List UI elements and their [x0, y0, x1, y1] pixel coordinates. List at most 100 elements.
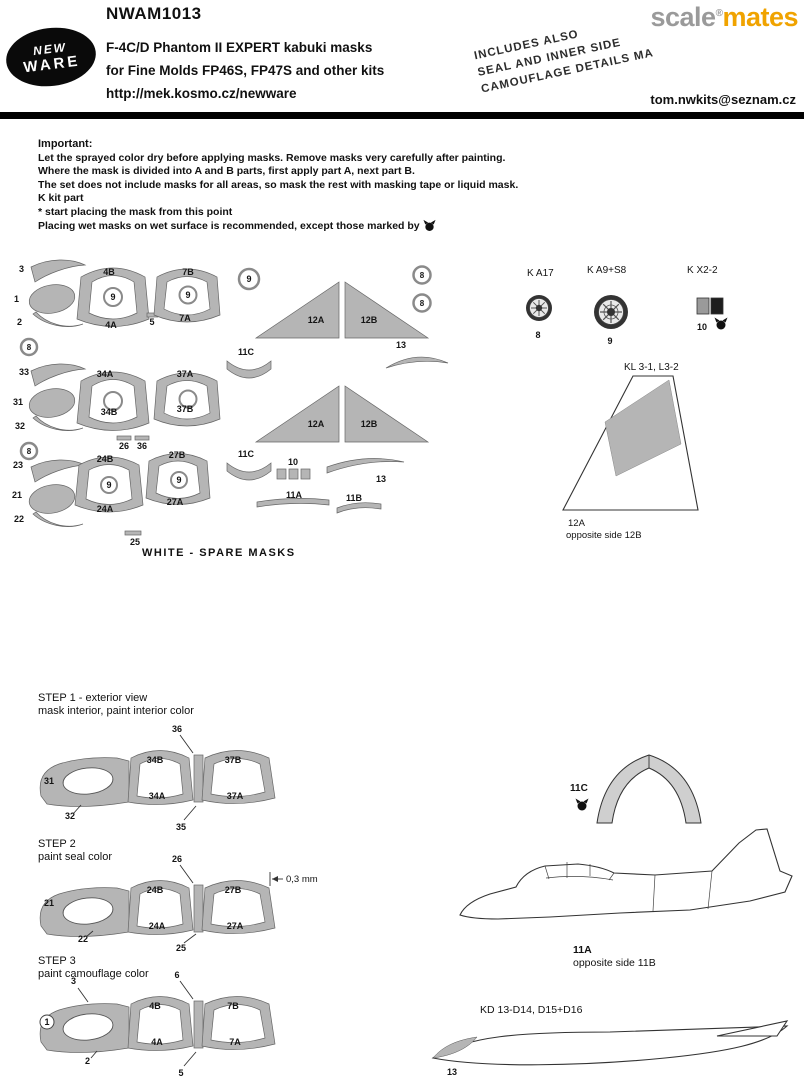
mask-crescent — [32, 415, 84, 431]
cat-ear-right — [583, 798, 589, 804]
part-label: 34B — [101, 407, 118, 417]
kit-part-label: KD 13-D14, D15+D16 — [480, 1004, 583, 1016]
title-line-3: http://mek.kosmo.cz/newware — [106, 86, 297, 101]
strip-mask — [134, 435, 150, 441]
mask-crescent — [30, 363, 87, 387]
front-canopy-frame — [127, 880, 194, 935]
square-mask — [696, 297, 710, 315]
fin-mask-triangle — [254, 281, 340, 339]
part-label: 9 — [607, 336, 612, 346]
canopy-center-strip — [193, 884, 204, 933]
step1-subtitle: mask interior, paint interior color — [38, 705, 194, 717]
kit-part-label: KL 3-1, L3-2 — [624, 362, 679, 373]
part-label: 13 — [376, 474, 386, 484]
part-label: 37B — [225, 755, 242, 765]
canopy-frame-mask — [74, 456, 144, 513]
part-label: 32 — [65, 811, 75, 821]
leader-line — [179, 980, 194, 1000]
round-mask — [103, 391, 123, 411]
cat-icon — [714, 317, 728, 330]
header-divider — [0, 112, 804, 119]
rear-canopy-frame — [201, 880, 276, 934]
part-label: 8 — [535, 330, 540, 340]
square-mask — [276, 468, 287, 480]
part-label: 25 — [176, 943, 186, 953]
strip-mask — [116, 435, 132, 441]
important-line: Where the mask is divided into A and B p… — [38, 165, 415, 177]
important-heading: Important: — [38, 138, 93, 150]
part-label: 22 — [78, 934, 88, 944]
leader-line — [183, 805, 197, 821]
panel-lines — [544, 862, 713, 912]
left-mask-group — [28, 363, 87, 431]
dimension-label: 0,3 mm — [286, 874, 318, 885]
scalemates-watermark: scale®mates — [651, 2, 799, 33]
wheel-mask — [526, 295, 552, 321]
part-label: 3 — [19, 264, 24, 274]
part-label: 27B — [169, 450, 186, 460]
canopy-center-strip — [193, 1000, 204, 1049]
label-circle — [39, 1014, 55, 1030]
aircraft-profile-diagram — [459, 828, 793, 920]
kit-part-label: K A17 — [527, 268, 554, 279]
fin-mask-overlay — [604, 379, 682, 477]
watermark-part2: mates — [722, 2, 798, 32]
part-label: 4B — [103, 267, 115, 277]
part-label: 13 — [447, 1067, 457, 1077]
part-label: 3 — [71, 976, 76, 986]
important-line: Placing wet masks on wet surface is reco… — [38, 219, 518, 234]
mask-crescent — [30, 259, 87, 283]
fin-mask-triangle — [344, 385, 430, 443]
step1-diagram: 36 31 32 34B 34A 37B 37A 35 — [39, 724, 276, 832]
part-label: 1 — [14, 294, 19, 304]
part-label: 36 — [137, 441, 147, 451]
leader-line — [85, 930, 94, 938]
part-label: 31 — [13, 397, 23, 407]
mask-ring — [237, 267, 261, 291]
part-label: 24B — [97, 454, 114, 464]
step1-title-block: STEP 1 - exterior view mask interior, pa… — [38, 692, 194, 718]
step2-diagram: 26 21 22 24B 24A 27B 27A 25 0,3 mm — [39, 854, 318, 953]
leader-line — [179, 734, 194, 754]
mask-nose — [28, 484, 76, 514]
step2-subtitle: paint seal color — [38, 851, 112, 863]
fin-mask-triangle — [344, 281, 430, 339]
round-mask — [103, 287, 123, 307]
part-label: 11A — [573, 944, 592, 956]
part-label: 10 — [288, 457, 298, 467]
part-label: 12A — [568, 518, 586, 529]
part-label: 12B — [361, 315, 378, 325]
logo-line2: WARE — [22, 52, 82, 76]
part-label: 27A — [167, 497, 184, 507]
leader-line — [90, 1050, 98, 1059]
step2-title: STEP 2 — [38, 838, 76, 850]
rear-canopy-frame — [201, 750, 276, 804]
fin-placement-diagram: KL 3-1, L3-2 12A opposite side 12B — [562, 362, 699, 541]
leader-line — [72, 804, 82, 815]
part-label: 2 — [17, 317, 22, 327]
kit-part-label: K A9+S8 — [587, 265, 627, 276]
header-title-block: F-4C/D Phantom II EXPERT kabuki masks fo… — [106, 36, 384, 105]
part-label: 37A — [227, 791, 244, 801]
cat-head — [716, 320, 726, 330]
part-label: 21 — [44, 898, 54, 908]
rear-canopy-frame — [201, 996, 276, 1050]
part-label: 36 — [172, 724, 182, 734]
canopy-frame-mask — [153, 372, 221, 427]
important-line: * start placing the mask from this point — [38, 205, 233, 218]
part-label: 4A — [105, 320, 117, 330]
part-label: 8 — [27, 447, 32, 456]
part-label: 27B — [225, 885, 242, 895]
round-mask — [178, 389, 198, 409]
part-label: 9 — [185, 290, 190, 300]
cat-head — [577, 801, 587, 811]
part-label: 12A — [308, 315, 325, 325]
cat-ear-left — [714, 317, 720, 323]
opposite-side-note: opposite side 11B — [573, 957, 656, 969]
belly-profile-diagram: 13 — [431, 1020, 789, 1077]
part-label: 34A — [97, 369, 114, 379]
round-mask — [100, 476, 118, 494]
cat-head — [424, 222, 434, 232]
mask-ring — [19, 441, 39, 461]
square-mask — [710, 297, 724, 315]
